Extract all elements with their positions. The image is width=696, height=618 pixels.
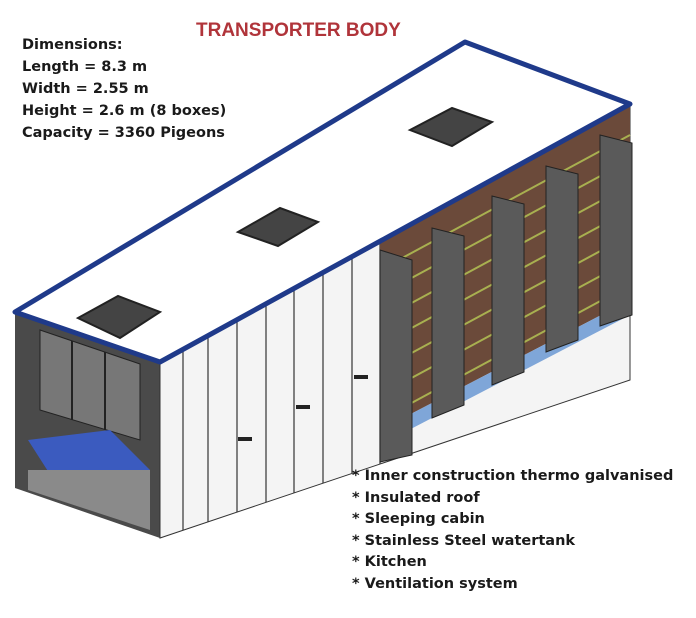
dimensions-heading: Dimensions: [22,37,123,53]
panel-handles [238,375,368,441]
open-doors [379,134,633,463]
features-list: Inner construction thermo galvanised Ins… [352,466,674,596]
feature-item: Stainless Steel watertank [352,531,673,553]
feature-item: Insulated roof [352,488,673,510]
closed-panels [182,241,381,530]
dimensions-block: Dimensions: Length = 8.3 m Width = 2.55 … [22,34,226,144]
dimension-length: Length = 8.3 m [22,59,148,75]
dimension-capacity: Capacity = 3360 Pigeons [22,125,225,141]
dimension-height: Height = 2.6 m (8 boxes) [22,103,227,119]
feature-item: Ventilation system [352,574,673,596]
dimension-width: Width = 2.55 m [22,81,149,97]
feature-item: Inner construction thermo galvanised [352,466,674,488]
feature-item: Kitchen [352,552,673,574]
cabin-window [39,329,141,441]
diagram-title: TRANSPORTER BODY [196,20,401,41]
cabin-floor [28,470,150,530]
roof-vents [75,106,495,340]
feature-item: Sleeping cabin [352,509,673,531]
